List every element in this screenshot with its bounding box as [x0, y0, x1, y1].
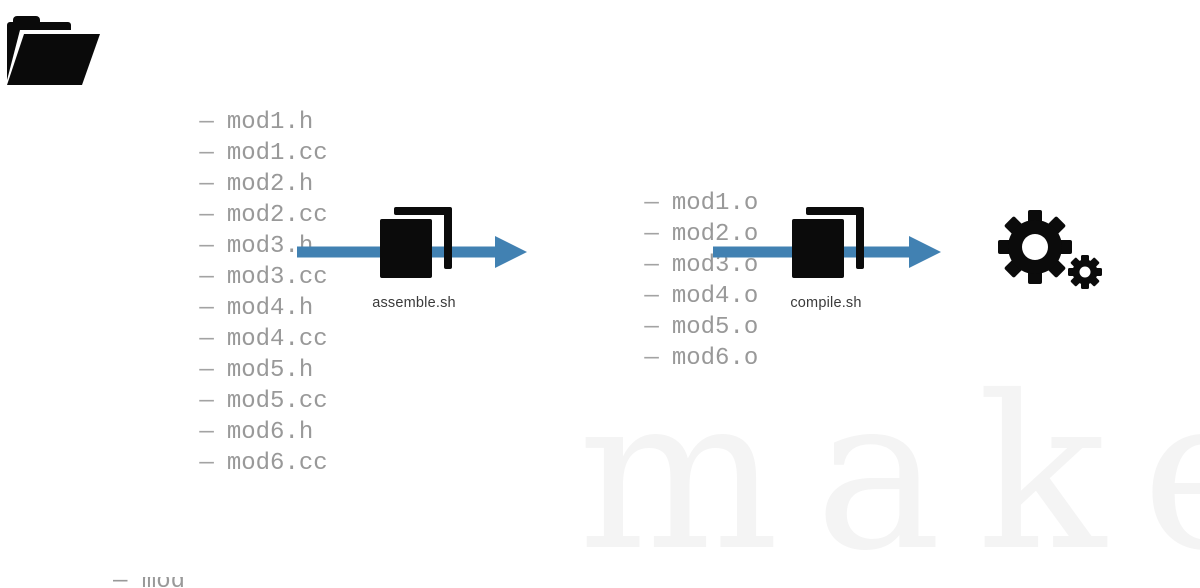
- page-back-top: [394, 207, 451, 215]
- file-name: mod4.h: [226, 295, 314, 322]
- list-item: — mod1.h: [113, 76, 328, 136]
- dash-bullet: —: [199, 140, 214, 167]
- dash-bullet: —: [644, 314, 659, 341]
- cutoff-text: — mod: [113, 577, 233, 588]
- dash-bullet: —: [199, 233, 214, 260]
- dash-bullet: —: [199, 357, 214, 384]
- page-back-right: [444, 207, 452, 269]
- file-name: mod1.cc: [226, 140, 328, 167]
- dash-bullet: —: [644, 345, 659, 372]
- dash-bullet: —: [644, 190, 659, 217]
- list-item: — mod6.h: [113, 386, 328, 446]
- list-item: — mod4.cc: [113, 293, 327, 353]
- list-item: — mod5.h: [113, 324, 328, 384]
- list-item: — mod4.o: [558, 250, 758, 310]
- file-name: mod6.cc: [226, 450, 328, 477]
- file-name: mod1.o: [671, 190, 759, 217]
- open-folder-icon: [5, 12, 107, 88]
- dash-bullet: —: [644, 283, 659, 310]
- list-item: — mod2.o: [558, 188, 758, 248]
- cutoff-list-item: — mod: [113, 577, 233, 588]
- dash-bullet: —: [199, 450, 214, 477]
- source-file-list: — mod1.h — mod1.cc — mod2.h — mod2.cc — mod3.…: [113, 76, 328, 477]
- dash-bullet: —: [199, 202, 214, 229]
- file-name: mod2.cc: [226, 202, 328, 229]
- dash-bullet: —: [199, 171, 214, 198]
- dash-bullet: —: [199, 295, 214, 322]
- page-front: [380, 219, 432, 278]
- stacked-pages-icon: [790, 204, 878, 282]
- list-item: — mod2.h: [113, 138, 328, 198]
- file-name: mod4.cc: [226, 326, 328, 353]
- list-item: — mod5.cc: [113, 355, 327, 415]
- folder-flap: [7, 34, 100, 85]
- assemble-script-label: assemble.sh: [372, 295, 456, 311]
- dash-bullet: —: [199, 388, 214, 415]
- file-name: mod5.o: [671, 314, 759, 341]
- dash-bullet: —: [199, 264, 214, 291]
- list-item: — mod2.cc: [113, 169, 327, 229]
- stacked-pages-icon: [378, 204, 466, 282]
- file-name: mod1.h: [226, 109, 314, 136]
- file-name: mod5.cc: [226, 388, 328, 415]
- file-name: mod6.o: [671, 345, 759, 372]
- list-item: — mod1.cc: [113, 107, 327, 167]
- list-item: — mod4.h: [113, 262, 328, 322]
- file-name: mod4.o: [671, 283, 759, 310]
- compile-script-label: compile.sh: [790, 295, 862, 311]
- file-name: mod2.o: [671, 221, 759, 248]
- list-item: — mod5.o: [558, 281, 758, 341]
- dash-bullet: —: [644, 221, 659, 248]
- page-back-right: [856, 207, 864, 269]
- dash-bullet: —: [199, 419, 214, 446]
- file-name: mod5.h: [226, 357, 314, 384]
- object-file-list: —mod1.o —mod2.o —mod3.o —mod4.o —mod5.o …: [558, 157, 758, 372]
- page-back-top: [806, 207, 863, 215]
- list-item: — mod3.cc: [113, 231, 327, 291]
- dash-bullet: —: [644, 252, 659, 279]
- list-item: — mod6.o: [558, 312, 758, 372]
- gears-icon: [998, 210, 1102, 289]
- file-name: mod3.cc: [226, 264, 328, 291]
- page-front: [792, 219, 844, 278]
- dash-bullet: —: [199, 109, 214, 136]
- file-name: mod6.h: [226, 419, 314, 446]
- list-item: — mod1.o: [558, 157, 758, 217]
- dash-bullet: —: [199, 326, 214, 353]
- make-watermark: make: [578, 350, 1200, 588]
- list-item: — mod6.cc: [113, 417, 327, 477]
- file-name: mod2.h: [226, 171, 314, 198]
